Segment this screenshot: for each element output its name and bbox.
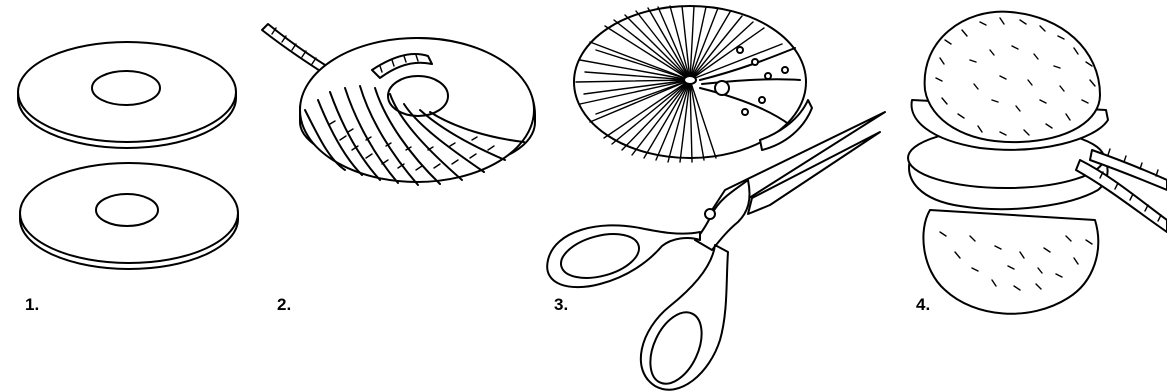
step-2-label: 2. [277,295,291,315]
step-2-wrapping-illustration [262,24,535,185]
ring-top [18,42,236,148]
ring-bottom [20,163,238,269]
step-4-pompom-illustration [908,12,1167,314]
step-3-cutting-illustration [547,6,885,392]
step-3-label: 3. [554,295,568,315]
step-1-label: 1. [25,295,39,315]
step-4-label: 4. [916,295,930,315]
step-1-rings-illustration [18,42,238,269]
